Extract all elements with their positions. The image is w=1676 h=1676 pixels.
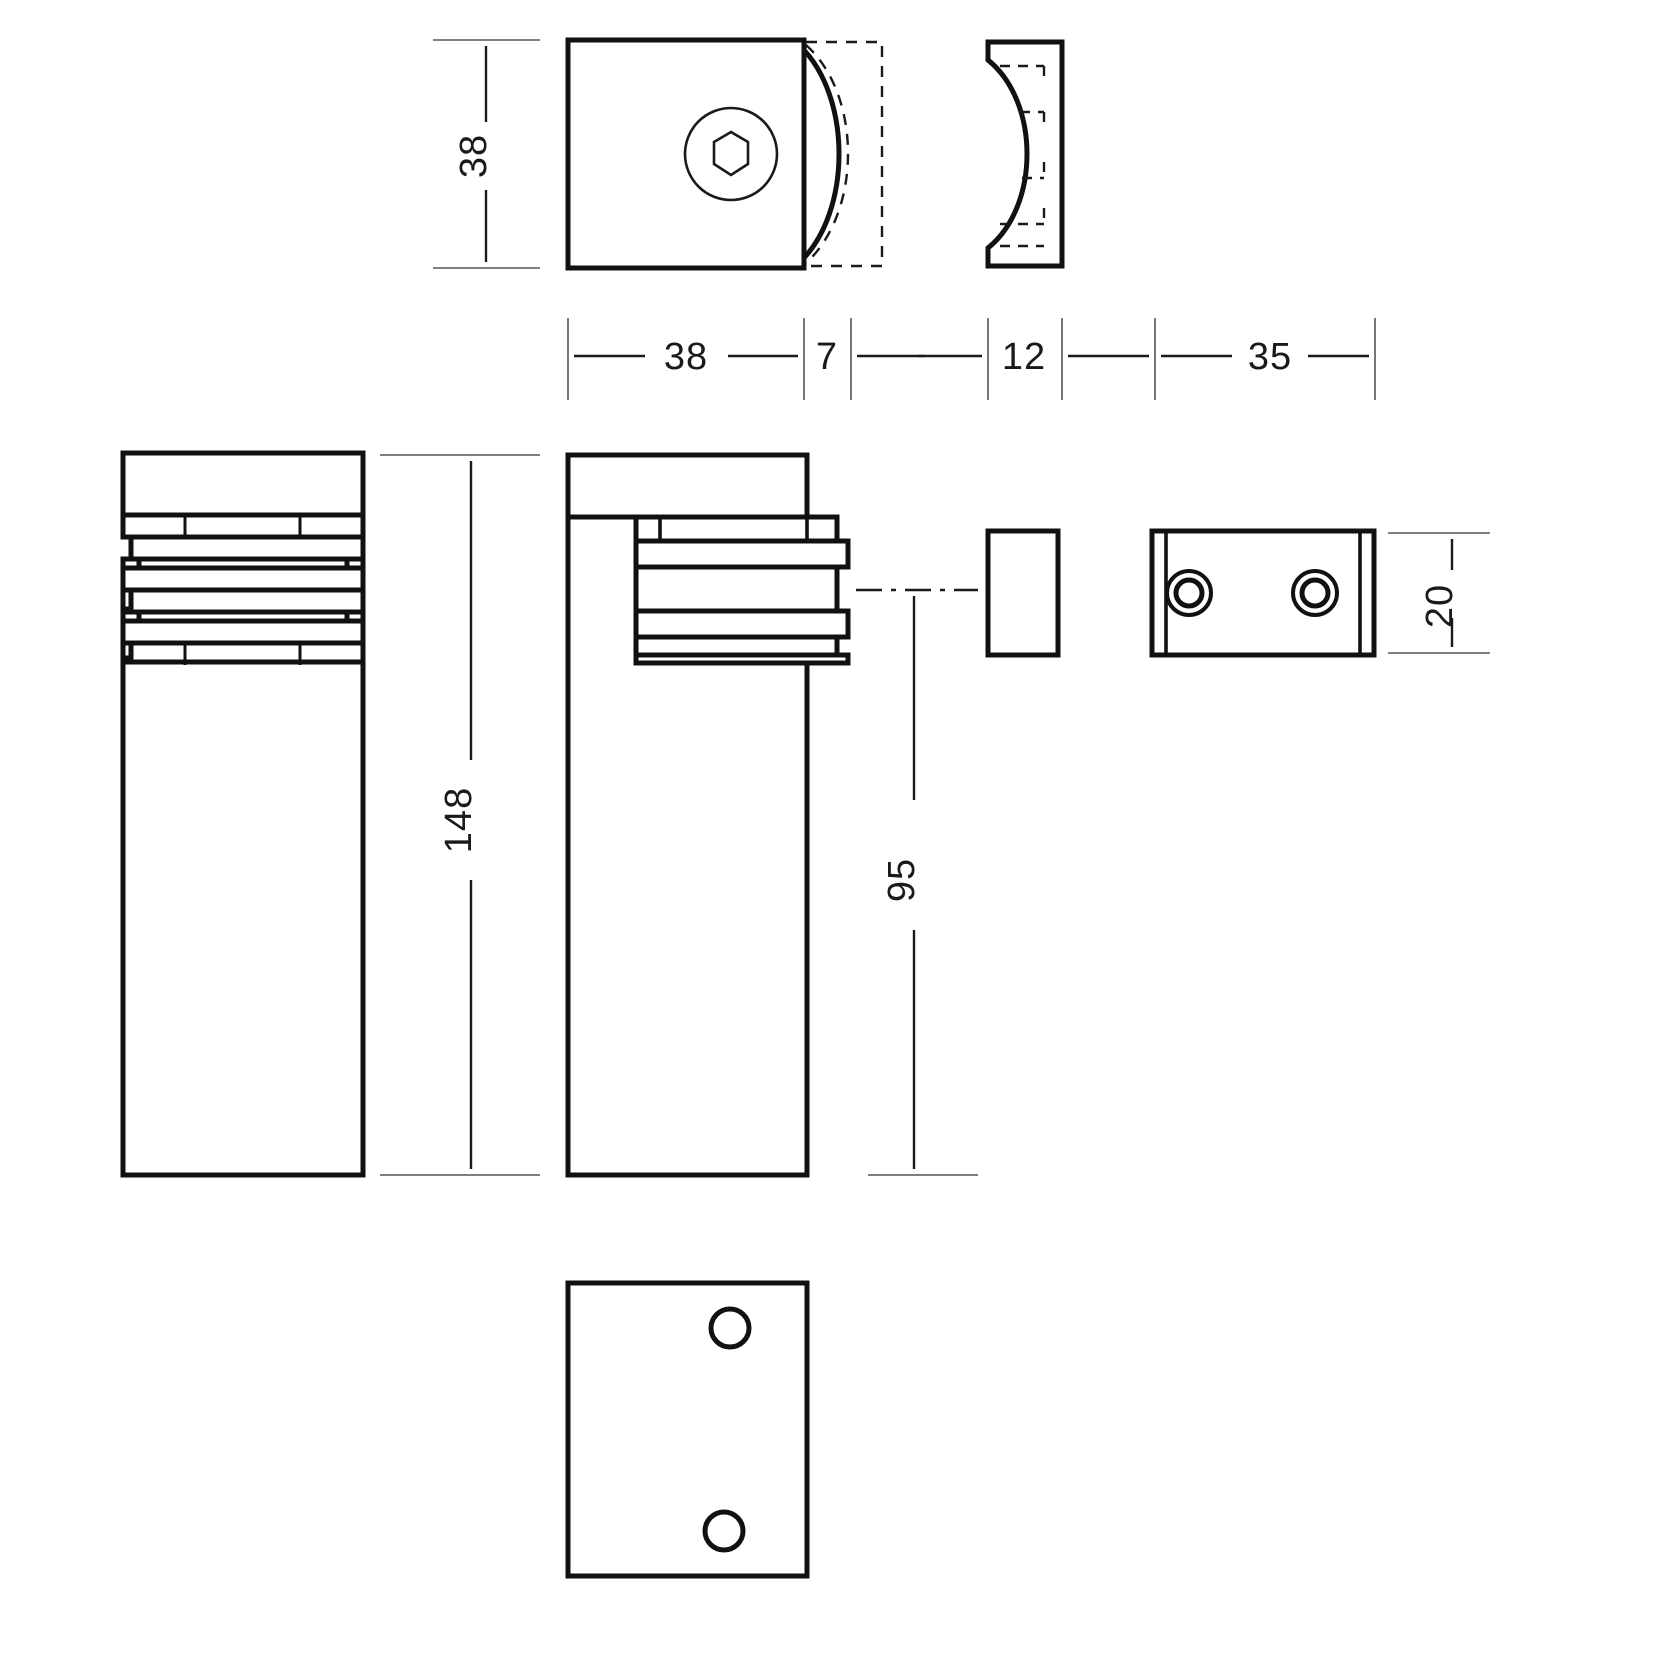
side-elevation-left-internal-lines [183, 515, 302, 665]
spacer-block [985, 528, 1061, 658]
mounting-plate-view [1149, 528, 1377, 658]
dim-label-148: 148 [438, 787, 480, 853]
dimension-148: 148 [380, 454, 540, 1176]
front-louvre-2 [633, 538, 851, 570]
side-body-post [120, 659, 366, 1178]
dim-label-12: 12 [1002, 336, 1046, 378]
curved-flange-profile [798, 44, 842, 264]
front-elevation [565, 452, 851, 1178]
side-louvre-1 [120, 512, 366, 540]
dim-label-95: 95 [881, 858, 923, 902]
spacer-block-view [985, 528, 1061, 658]
dimension-38-vertical: 38 [433, 39, 540, 269]
hidden-bracket-outline [805, 40, 884, 268]
dimension-35: 35 [1161, 336, 1369, 378]
plate-hole-right [1291, 569, 1339, 617]
side-louvre-3 [120, 565, 366, 593]
bracket-section-view [985, 39, 1065, 269]
front-louvre-4 [633, 652, 851, 666]
bottom-plan-body [565, 1280, 810, 1579]
dim-label-38-width: 38 [664, 336, 708, 378]
dimension-12: 12 [857, 336, 1149, 378]
plate-hole-left [1165, 569, 1213, 617]
bracket-hidden-lines [1000, 64, 1046, 248]
side-top-cap [120, 450, 366, 518]
bottom-plan-view [565, 1280, 810, 1579]
dim-label-35: 35 [1248, 336, 1292, 378]
dimension-20: 20 [1388, 532, 1490, 654]
side-elevation-left [120, 450, 366, 1178]
side-louvre-4 [128, 587, 366, 615]
top-plan-view [565, 37, 884, 271]
front-top-arm [565, 452, 810, 520]
dimension-38-width: 38 [574, 336, 798, 378]
front-elevation-detail-lines [634, 455, 809, 663]
side-louvre-5 [120, 618, 366, 646]
bottom-hole-upper [708, 1306, 752, 1350]
front-gap-1 [633, 564, 840, 614]
dim-label-20: 20 [1419, 584, 1461, 628]
dim-label-38-height: 38 [453, 134, 495, 178]
hex-socket-icon [712, 130, 750, 177]
centerline-95: 95 [856, 588, 978, 1176]
side-louvre-2 [128, 534, 366, 562]
bottom-hole-lower [702, 1509, 746, 1553]
dimension-chain-horizontal: 38 7 12 35 [567, 318, 1376, 400]
dim-label-7: 7 [816, 336, 838, 378]
dimension-7: 7 [816, 336, 838, 378]
front-louvre-3 [633, 608, 851, 640]
